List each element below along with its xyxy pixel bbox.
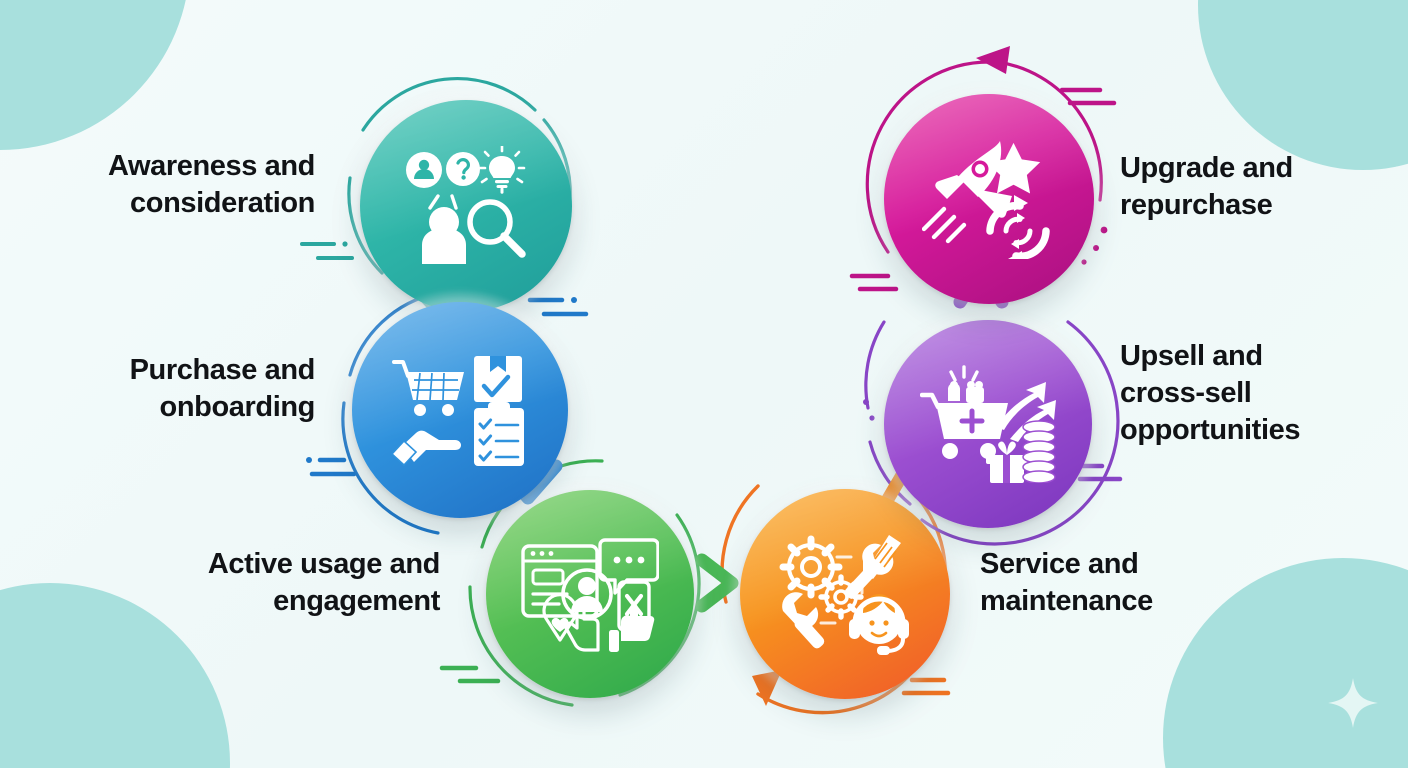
cart-hand-box-clipboard-icon (390, 356, 524, 467)
persona-question-lightbulb-magnifier-icon (406, 146, 526, 264)
disc-upgrade[interactable] (884, 94, 1094, 304)
background-blob-top-left (0, 0, 190, 150)
label-upgrade: Upgrade and repurchase (1120, 152, 1293, 222)
decor-dashes-magenta-left (848, 268, 910, 302)
browser-user-chat-mobile-thumbsup-icon (521, 538, 659, 652)
decor-dashes-blue-lower (304, 452, 366, 488)
disc-upsell[interactable] (884, 320, 1092, 528)
disc-service[interactable] (740, 489, 950, 699)
label-active-usage: Active usage and engagement (207, 548, 441, 618)
rocket-star-refresh-icon (922, 141, 1050, 259)
cart-plus-arrows-gift-coins-icon (920, 365, 1056, 483)
label-awareness: Awareness and consideration (107, 150, 315, 220)
label-service: Service and maintenance (980, 548, 1153, 618)
decor-dashes-teal-left (300, 236, 360, 272)
disc-purchase[interactable] (352, 302, 568, 518)
label-purchase: Purchase and onboarding (129, 354, 316, 424)
disc-active-usage[interactable] (486, 490, 694, 698)
background-blob-top-right (1198, 0, 1408, 170)
decor-dashes-magenta-right (1058, 82, 1128, 116)
decor-dashes-green (439, 660, 508, 694)
disc-awareness[interactable] (360, 100, 572, 312)
sparkle-icon (1326, 676, 1380, 730)
label-upsell: Upsell and cross-sell opportunities (1120, 340, 1301, 447)
gears-wrench-screwdriver-headset-icon (779, 535, 909, 655)
